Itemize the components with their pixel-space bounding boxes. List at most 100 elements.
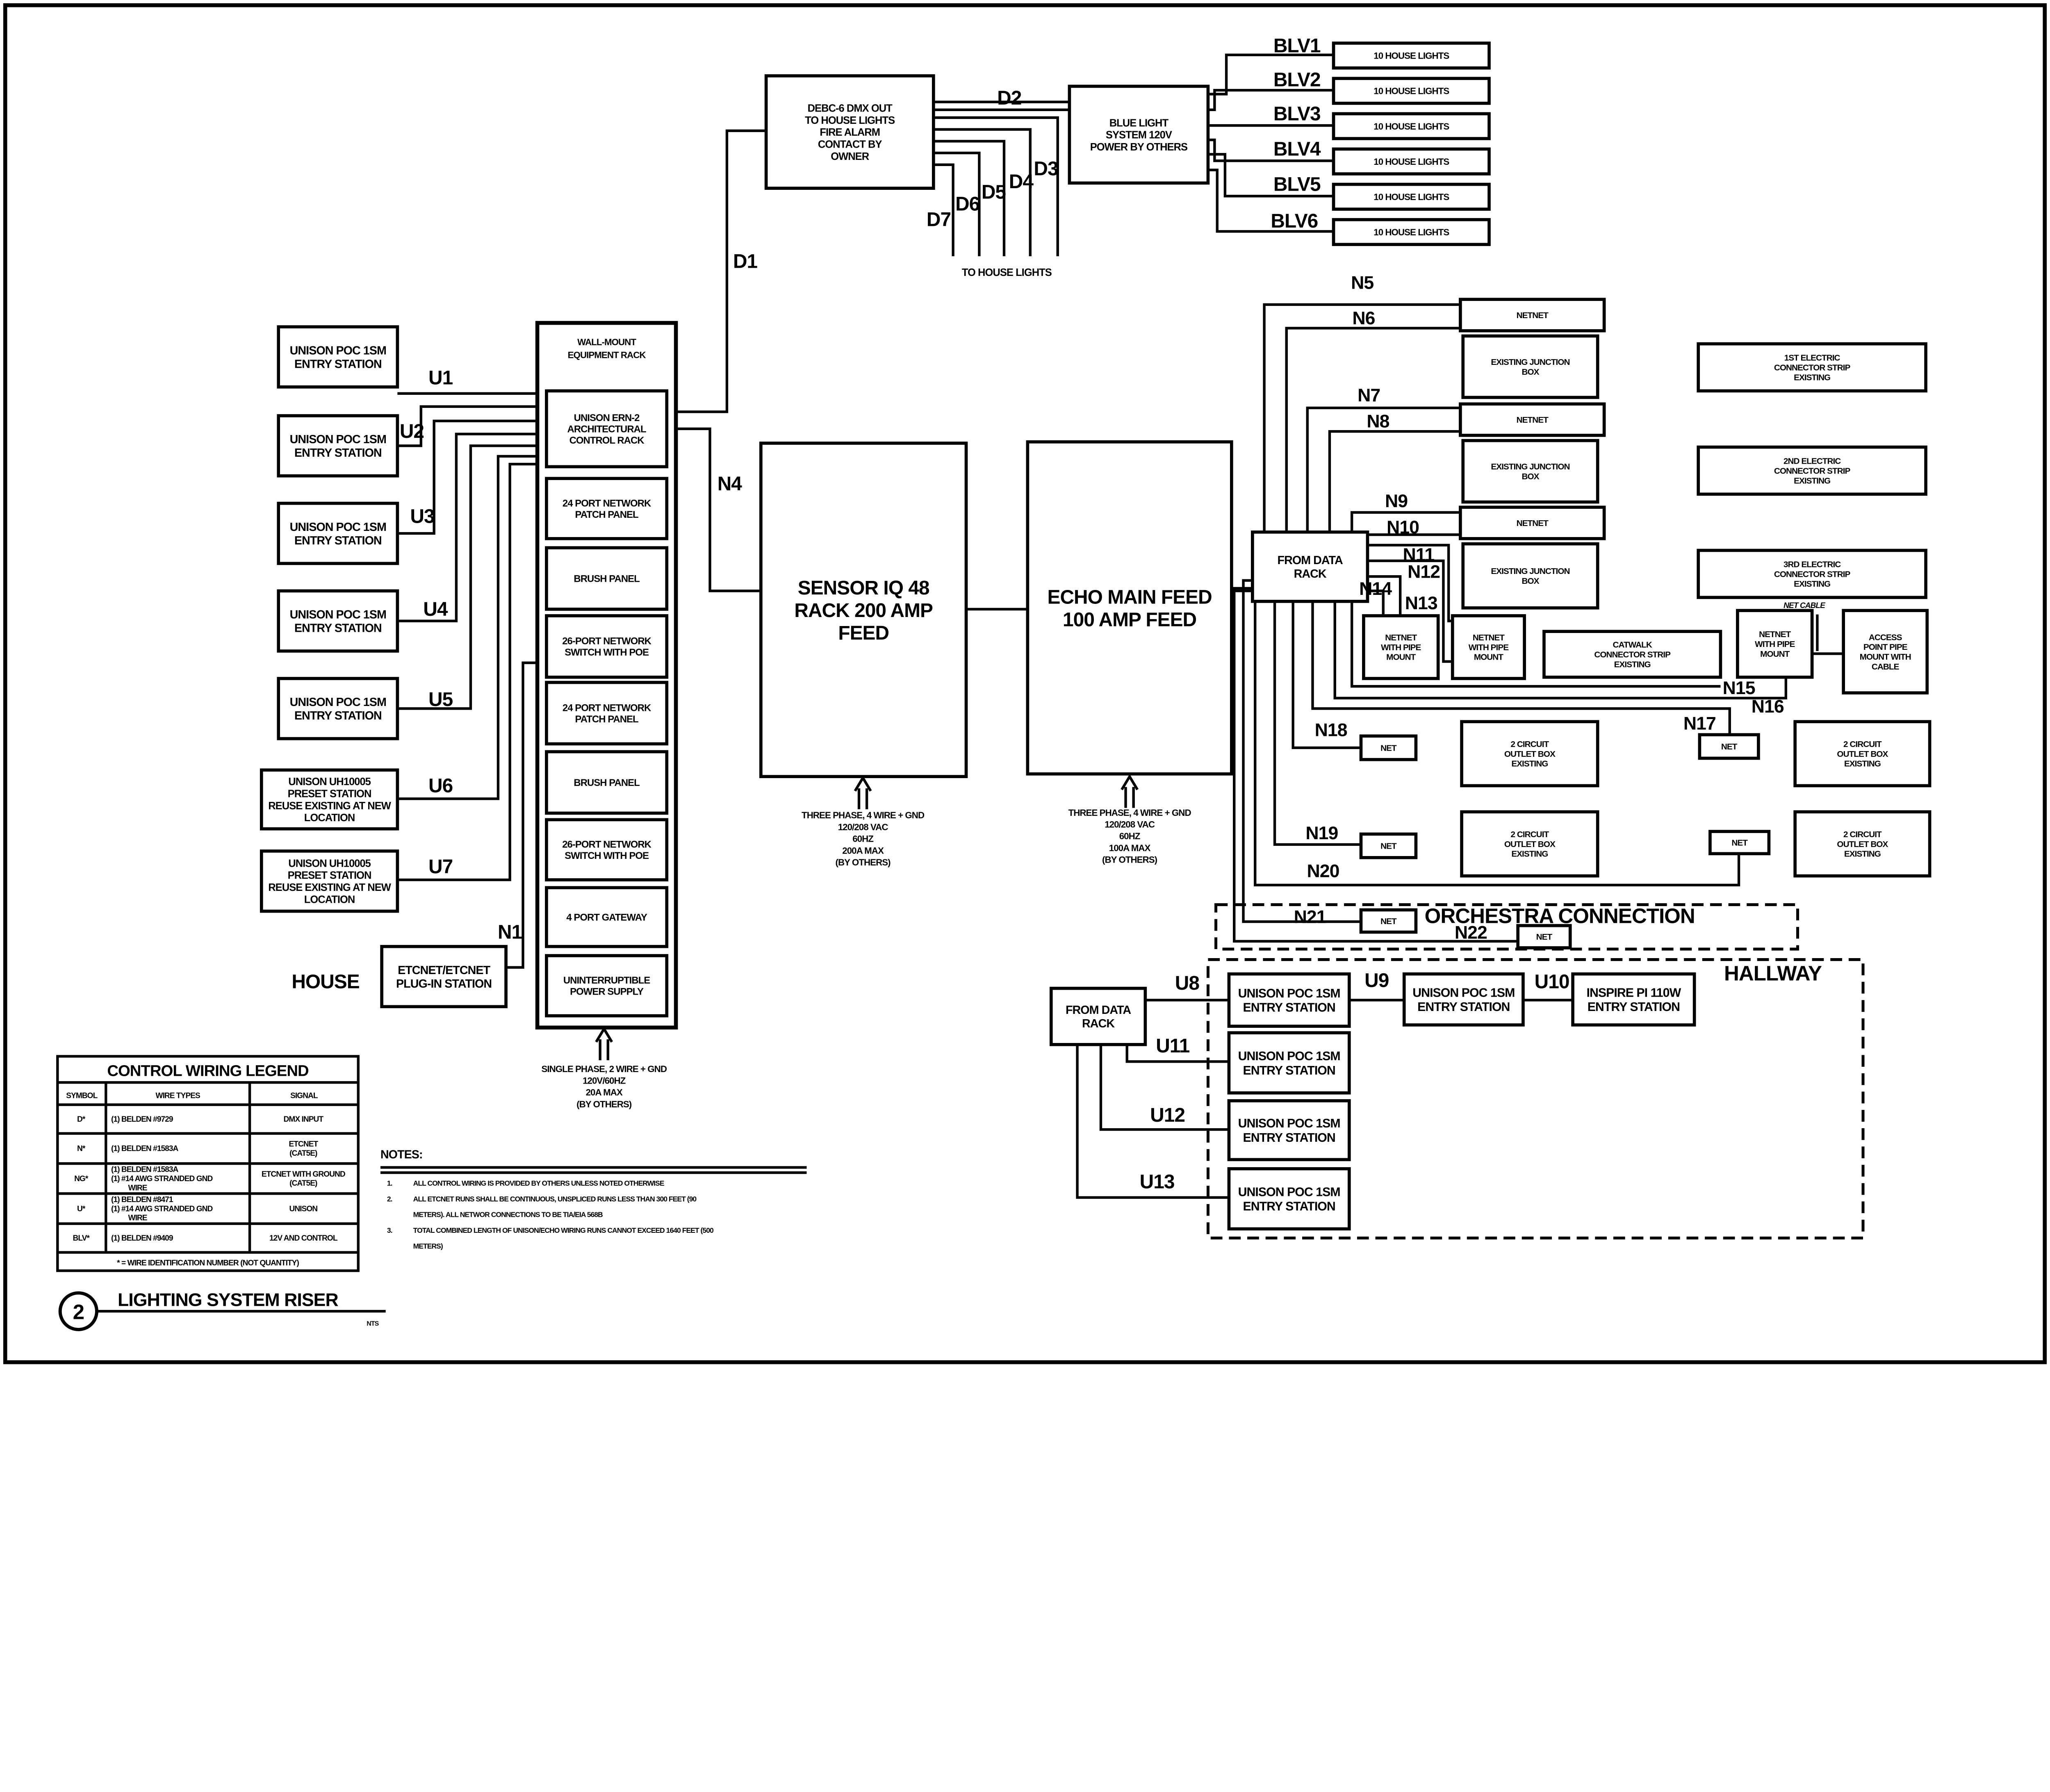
box-label: UNISON POC 1SM <box>290 608 386 621</box>
box-label: 24 PORT NETWORK <box>563 498 651 509</box>
wire <box>397 419 547 535</box>
box-label: ENTRY STATION <box>1417 1000 1510 1014</box>
box-label: EXISTING <box>1511 849 1548 859</box>
box-label: OUTLET BOX <box>1837 840 1888 849</box>
label-u8: U8 <box>1175 972 1200 994</box>
legend-signal: (CAT5E) <box>289 1179 317 1188</box>
box-label: UNISON POC 1SM <box>290 433 386 446</box>
label-blv2: BLV2 <box>1273 69 1321 91</box>
box-label: 4 PORT GATEWAY <box>566 912 647 923</box>
box-label: UNISON ERN-2 <box>574 412 640 424</box>
box-label: 24 PORT NETWORK <box>563 702 651 713</box>
box-label: ENTRY STATION <box>1243 1064 1335 1077</box>
box-label: MOUNT <box>1760 649 1790 659</box>
power-feed-text: 60HZ <box>1119 831 1140 841</box>
power-feed-text: (BY OTHERS) <box>576 1099 632 1109</box>
box-label: NETNET <box>1517 311 1549 320</box>
label-n15: N15 <box>1723 678 1755 698</box>
label-n14: N14 <box>1359 579 1392 599</box>
box-label: 1ST ELECTRIC <box>1784 353 1840 363</box>
box-outline <box>1460 720 1599 788</box>
box-label: UNISON UH10005 <box>288 776 371 788</box>
box-label: EXISTING <box>1844 759 1881 769</box>
label-n1: N1 <box>498 922 522 943</box>
box-outline <box>1227 1099 1351 1161</box>
drawing-scale: NTS <box>367 1320 378 1327</box>
wire <box>1367 544 1453 622</box>
box-label: PRESET STATION <box>288 870 371 881</box>
box-outline <box>1451 614 1526 680</box>
box-label: ACCESS <box>1869 633 1902 642</box>
legend-row: NG*(1) BELDEN #1583A(1) #14 AWG STRANDED… <box>74 1166 346 1193</box>
box-label: 26-PORT NETWORK <box>562 636 651 647</box>
rack-title-line-1: WALL-MOUNT <box>577 337 636 347</box>
power-arrow-icon <box>854 775 872 809</box>
wire <box>676 129 766 413</box>
box-outline <box>277 589 399 653</box>
box-label: EXISTING JUNCTION <box>1491 462 1569 471</box>
legend-wire-type: (1) #14 AWG STRANDED GND <box>111 1175 213 1183</box>
detail-number: 2 <box>73 1300 84 1323</box>
box-label: WITH PIPE <box>1469 643 1509 652</box>
box-netnet2: NETNET <box>1459 402 1606 437</box>
legend-wire-type: WIRE <box>128 1184 147 1192</box>
box-label: POWER BY OTHERS <box>1090 141 1188 153</box>
box-label: INSPIRE PI 110W <box>1587 986 1681 1000</box>
box-label: NETNET <box>1473 633 1505 642</box>
hallway-area <box>1206 958 1865 1240</box>
box-label: 26-PORT NETWORK <box>562 839 651 850</box>
legend-symbol: N* <box>77 1145 86 1153</box>
box-outline <box>1697 549 1927 599</box>
note-text: TOTAL COMBINED LENGTH OF UNISON/ECHO WIR… <box>413 1226 714 1234</box>
box-label: ENTRY STATION <box>294 357 382 371</box>
wire <box>1125 1044 1229 1063</box>
label-n21: N21 <box>1294 907 1326 927</box>
wire <box>506 661 538 969</box>
box-label: UNISON UH10005 <box>288 858 371 869</box>
box-outline <box>277 414 399 478</box>
box-outline <box>1793 810 1932 878</box>
box-outline <box>1460 810 1599 878</box>
box-label: REUSE EXISTING AT NEW <box>268 800 392 812</box>
label-orchestra: ORCHESTRA CONNECTION <box>1425 904 1695 927</box>
box-label: ETCNET/ETCNET <box>398 964 490 977</box>
legend-footnote: * = WIRE IDENTIFICATION NUMBER (NOT QUAN… <box>117 1259 299 1268</box>
box-label: RACK 200 AMP <box>794 600 933 622</box>
box-outline <box>764 74 935 190</box>
box-outline <box>545 750 669 815</box>
box-outline <box>1359 734 1418 761</box>
label-d7: D7 <box>927 209 951 231</box>
box-label: UNISON POC 1SM <box>290 344 386 357</box>
box-label: ENTRY STATION <box>1588 1000 1680 1014</box>
label-blv5: BLV5 <box>1273 174 1321 196</box>
box-label: 2ND ELECTRIC <box>1784 457 1841 466</box>
label-u2: U2 <box>400 421 424 442</box>
box-outline <box>1049 986 1147 1046</box>
legend-signal: ETCNET <box>289 1140 318 1149</box>
box-label: ENTRY STATION <box>294 622 382 635</box>
legend-signal: ETCNET WITH GROUND <box>262 1170 346 1179</box>
legend-wire-type: WIRE <box>128 1214 147 1223</box>
label-d2: D2 <box>997 87 1021 109</box>
wire <box>1263 303 1460 532</box>
box-outline <box>260 849 399 913</box>
label-n22: N22 <box>1455 923 1487 943</box>
label-d6: D6 <box>955 193 979 215</box>
wire <box>1328 430 1460 532</box>
box-outline <box>277 677 399 740</box>
label-n17: N17 <box>1683 713 1716 733</box>
